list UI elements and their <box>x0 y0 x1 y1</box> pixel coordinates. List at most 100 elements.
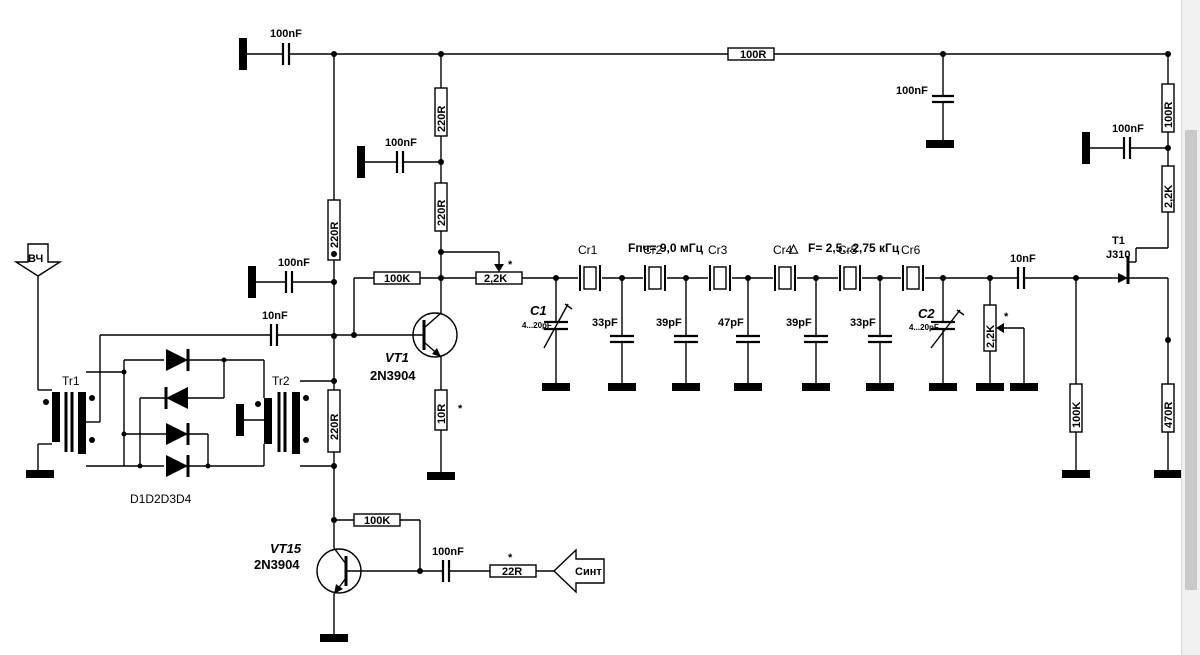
tr2-secondary <box>292 392 300 454</box>
r-100k-base-label: 100K <box>384 273 410 285</box>
r-470r-label: 470R <box>1163 402 1175 428</box>
r-10r-star: * <box>458 403 463 415</box>
ground-top-right <box>926 140 954 148</box>
synth-input-arrow <box>552 548 605 594</box>
ground-terminal-left-cap <box>248 266 256 298</box>
ground-tr2 <box>236 404 244 436</box>
r-100k-gate-label: 100K <box>1071 402 1083 428</box>
vt15-stage: VT15 2N3904 100K 100nF 22R * Синт <box>254 513 605 642</box>
vt15-type: 2N3904 <box>254 557 300 572</box>
ground-c2 <box>929 383 957 391</box>
crystal-3-label: Cr3 <box>708 243 728 257</box>
diode-ring: D1D2D3D4 <box>121 349 264 506</box>
r-top-label: 100R <box>740 49 766 61</box>
c-vt1-label: 100nF <box>385 137 417 149</box>
rf-input-arrow <box>13 243 63 277</box>
crystal-4 <box>778 266 792 290</box>
r-220-left-bot-label: 220R <box>329 414 341 440</box>
vt1-name: VT1 <box>385 350 409 365</box>
vt1-type: 2N3904 <box>370 368 416 383</box>
trimmer-c2-arrow <box>930 309 961 349</box>
ground-c1 <box>542 383 570 391</box>
tr1-label: Tr1 <box>62 374 80 388</box>
c-10nf-left-label: 10nF <box>262 310 288 322</box>
c1-name: C1 <box>530 303 547 318</box>
diode-d2 <box>166 387 188 409</box>
r-100r-right-label: 100R <box>1163 102 1175 128</box>
transformer-tr2: Tr2 <box>236 360 334 467</box>
r-10r-label: 10R <box>436 404 448 424</box>
ground-vt1-emitter <box>427 472 455 480</box>
t1-name: T1 <box>1112 235 1125 247</box>
shunt-cap-5-label: 33pF <box>850 317 876 329</box>
crystal-5 <box>843 266 857 290</box>
crystal-3 <box>713 266 727 290</box>
trimmer-c1-arrow <box>543 303 569 349</box>
t1-stage: 100R 2,2K 100nF T1 J310 100K 470R <box>1062 54 1182 478</box>
vt15-name: VT15 <box>270 541 302 556</box>
crystal-1-label: Cr1 <box>578 243 598 257</box>
ground-tr1 <box>26 470 54 478</box>
r-100k-vt15-label: 100K <box>364 515 390 527</box>
c-10nf-right-label: 10nF <box>1010 253 1036 265</box>
crystal-2-label: Cr2 <box>643 243 663 257</box>
c1-range: 4...20pF <box>522 321 552 330</box>
delta-symbol: △ <box>788 241 799 255</box>
tr1-secondary <box>78 392 86 454</box>
diode-d4 <box>166 455 188 477</box>
c-top-label: 100nF <box>270 28 302 40</box>
c-left-label: 100nF <box>278 257 310 269</box>
tr1-primary <box>52 392 60 442</box>
synth-input-label: Синт <box>575 566 602 578</box>
diode-d1 <box>166 349 188 371</box>
ground-shunt-cap-2 <box>672 383 700 391</box>
ground-gate <box>1062 470 1090 478</box>
r-vt1-a-label: 220R <box>436 106 448 132</box>
crystal-6-label: Cr6 <box>901 243 921 257</box>
ground-shunt-cap-4 <box>802 383 830 391</box>
diode-d3 <box>166 423 188 445</box>
coupling-10nf-left: 10nF <box>100 310 354 346</box>
bandwidth: F= 2,5...2,75 кГц <box>808 241 900 255</box>
shunt-cap-3-label: 47pF <box>718 317 744 329</box>
diodes-label: D1D2D3D4 <box>130 492 192 506</box>
scrollbar-thumb[interactable] <box>1185 130 1197 590</box>
transformer-tr1: Tr1 <box>26 335 124 478</box>
crystal-6 <box>906 266 920 290</box>
r-pot-label: 2,2K <box>484 273 507 285</box>
r-pot-star: * <box>508 259 513 271</box>
ground-shunt-cap-1 <box>608 383 636 391</box>
ground-source <box>1154 470 1182 478</box>
vt1-stage: 220R 220R 100nF VT1 2N3904 10R * 100K <box>351 54 578 480</box>
c-synth-label: 100nF <box>432 546 464 558</box>
top-rail: 100nF 100R <box>239 28 1171 70</box>
ground-shunt-cap-3 <box>734 383 762 391</box>
r-22r-label: 22R <box>502 566 522 578</box>
crystal-5-label: Cr5 <box>838 243 858 257</box>
ground-pot2 <box>976 383 1004 391</box>
crystal-2 <box>648 266 662 290</box>
ground-pot2-wiper <box>1010 383 1038 391</box>
crystal-1 <box>583 266 597 290</box>
r-pot2-label: 2,2K <box>985 325 997 348</box>
left-bias-chain: 220R 220R 100nF <box>248 54 341 548</box>
c2-range: 4...20pF <box>909 323 939 332</box>
top-right-decoupling: 100nF <box>896 54 954 148</box>
input-vch: ВЧ <box>13 243 63 390</box>
supply-terminal-left <box>239 38 247 70</box>
ground-terminal-t1-cap <box>1082 132 1090 164</box>
r-pot2-star: * <box>1004 311 1009 323</box>
shunt-cap-2-label: 39pF <box>656 317 682 329</box>
r-220-left-top-label: 220R <box>329 222 341 248</box>
ground-shunt-cap-5 <box>866 383 894 391</box>
r-2k2-right-label: 2,2K <box>1163 185 1175 208</box>
vertical-scrollbar[interactable] <box>1181 0 1200 655</box>
shunt-cap-4-label: 39pF <box>786 317 812 329</box>
t1-type: J310 <box>1106 249 1130 261</box>
r-22r-star: * <box>508 552 513 564</box>
rf-input-label: ВЧ <box>28 253 43 265</box>
c2-name: C2 <box>918 306 935 321</box>
tr2-primary <box>264 398 272 444</box>
